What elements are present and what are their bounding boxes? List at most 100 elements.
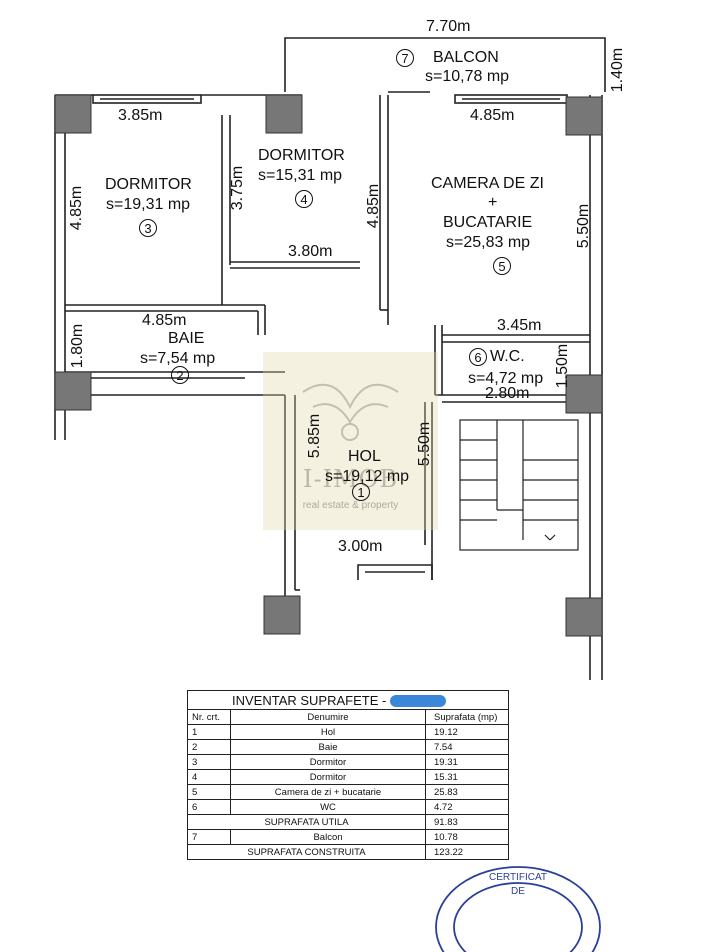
dim-balcony-width: 7.70m [426,18,471,35]
column [565,597,603,637]
stamp-line1: CERTIFICAT [489,872,547,883]
table-title-row: INVENTAR SUPRAFETE - [187,690,509,710]
column [565,96,603,136]
dim-hol-width: 3.00m [338,538,383,555]
table-title: INVENTAR SUPRAFETE - [187,690,509,710]
room-number-6: 6 [469,348,487,366]
room-plus: + [488,194,498,211]
table-row-construita: SUPRAFATA CONSTRUITA 123.22 [187,844,509,860]
table-row: 2 Baie 7.54 [187,739,509,755]
watermark-tagline: real estate & property [302,500,399,511]
cell-nr: 5 [187,784,231,800]
column [54,94,92,134]
room-area-living: s=25,83 mp [446,234,531,251]
header-nr: Nr. crt. [187,709,231,725]
cell-construita-area: 123.22 [425,844,509,860]
room-name-bucatarie: BUCATARIE [443,214,533,231]
cell-name: WC [230,799,426,815]
cell-nr: 1 [187,724,231,740]
room-area-wc: s=4,72 mp [468,370,544,387]
table-row: 3 Dormitor 19.31 [187,754,509,770]
dim-wc-depth: 1.50m [554,343,572,389]
cell-area: 19.31 [425,754,509,770]
cell-area: 19.12 [425,724,509,740]
table-row: 5 Camera de zi + bucatarie 25.83 [187,784,509,800]
room-number-3: 3 [139,219,157,237]
dim-living-width: 4.85m [470,107,515,124]
dim-baie-depth: 1.80m [69,323,87,369]
cell-area: 7.54 [425,739,509,755]
room-area-hol: s=19,12 mp [325,468,410,485]
room-area-dormitor4: s=15,31 mp [258,167,343,184]
room-area-balcon: s=10,78 mp [425,68,510,85]
room-number-7: 7 [396,49,414,67]
room-name-baie: BAIE [168,330,205,347]
dim-dormitor4-depth: 3.75m [229,165,247,211]
column [265,94,303,134]
cell-utila-label: SUPRAFATA UTILA [187,814,426,830]
balcony-outline [284,37,606,92]
dim-dormitor3-depth: 4.85m [68,185,86,231]
room-area-baie: s=7,54 mp [140,350,216,367]
floor-plan [54,37,606,680]
column [54,371,92,411]
room-number-5: 5 [493,257,511,275]
room-name-hol: HOL [348,448,381,465]
entrance [357,564,433,580]
dim-wc-width2: 2.80m [485,385,530,402]
table-row: 4 Dormitor 15.31 [187,769,509,785]
cell-area: 25.83 [425,784,509,800]
cell-nr: 7 [187,829,231,845]
room-name-wc: W.C. [490,348,525,365]
dim-center-wall: 4.85m [365,183,383,229]
inventory-table: INVENTAR SUPRAFETE - Nr. crt. Denumire S… [187,690,509,860]
cell-utila-area: 91.83 [425,814,509,830]
staircase [459,419,579,551]
certificate-stamp: CERTIFICAT DE [435,866,601,952]
dim-hol-depth-left: 5.85m [306,413,324,459]
redaction-mark [390,695,447,708]
stamp-line2: DE [511,886,525,897]
dim-baie-width: 4.85m [142,312,187,329]
room-name-balcon: BALCON [433,49,499,66]
dim-wc-width: 3.45m [497,317,542,334]
column [263,595,301,635]
table-header-row: Nr. crt. Denumire Suprafata (mp) [187,709,509,725]
cell-nr: 2 [187,739,231,755]
cell-name: Balcon [230,829,426,845]
room-number-2: 2 [171,366,189,384]
cell-name: Hol [230,724,426,740]
table-row: 7 Balcon 10.78 [187,829,509,845]
room-number-1: 1 [352,483,370,501]
watermark: I-IMOB real estate & property [263,352,438,530]
cell-name: Camera de zi + bucatarie [230,784,426,800]
dim-living-depth: 5.50m [575,203,593,249]
cell-nr: 3 [187,754,231,770]
column [565,374,603,414]
cell-area: 4.72 [425,799,509,815]
room-name-living: CAMERA DE ZI [431,175,544,192]
table-row: 1 Hol 19.12 [187,724,509,740]
room-area-dormitor3: s=19,31 mp [106,196,191,213]
dim-dormitor4-width: 3.80m [288,243,333,260]
room-name-dormitor3: DORMITOR [105,176,192,193]
header-name: Denumire [230,709,426,725]
cell-nr: 6 [187,799,231,815]
header-area: Suprafata (mp) [425,709,509,725]
cell-construita-label: SUPRAFATA CONSTRUITA [187,844,426,860]
cell-name: Dormitor [230,769,426,785]
eagle-logo-icon [302,383,399,441]
table-title-text: INVENTAR SUPRAFETE - [232,692,387,708]
room-name-dormitor4: DORMITOR [258,147,345,164]
table-row: 6 WC 4.72 [187,799,509,815]
table-row-utila: SUPRAFATA UTILA 91.83 [187,814,509,830]
cell-name: Dormitor [230,754,426,770]
cell-area: 15.31 [425,769,509,785]
watermark-logo: I-IMOB [303,465,398,493]
dim-dormitor3-width: 3.85m [118,107,163,124]
dim-hol-depth-right: 5.50m [416,421,434,467]
dim-balcony-depth: 1.40m [609,47,627,93]
cell-nr: 4 [187,769,231,785]
room-number-4: 4 [295,190,313,208]
cell-name: Baie [230,739,426,755]
